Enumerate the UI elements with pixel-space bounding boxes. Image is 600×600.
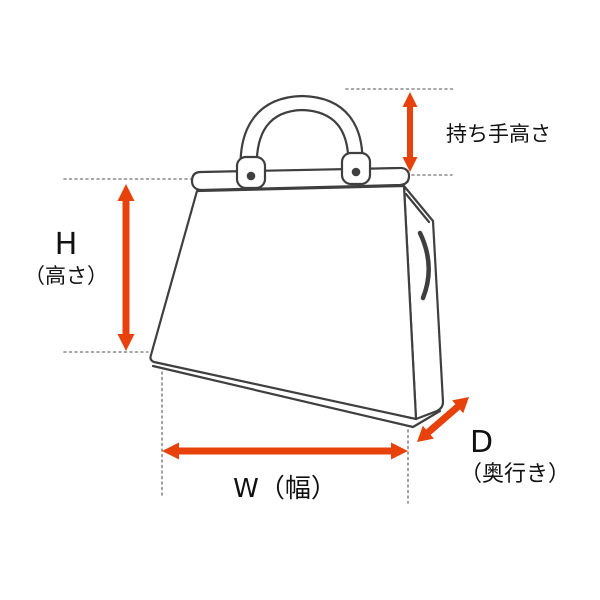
height-label: H （高さ） (16, 228, 116, 288)
height-caption: （高さ） (24, 264, 108, 288)
arrow-head-down (117, 334, 135, 351)
arrow-head-lower (417, 425, 434, 442)
depth-label: D （奥行き） (460, 426, 570, 487)
bag-frame (190, 166, 411, 192)
height-letter: H (54, 227, 78, 262)
arrow-head-up (402, 92, 418, 107)
bag-base-line (151, 364, 442, 429)
dimension-arrows (117, 92, 469, 460)
arrow-shaft (424, 402, 462, 437)
side-top-edge-line (404, 192, 431, 224)
handbag-illustration (149, 94, 445, 429)
guide-lines (63, 88, 455, 504)
arrow-head-down (402, 157, 418, 172)
depth-caption: （奥行き） (460, 462, 571, 487)
handle-rivet-right (351, 167, 361, 177)
width-arrow (162, 442, 408, 460)
arrow-head-up (117, 184, 135, 201)
handle-height-label: 持ち手高さ (446, 122, 551, 146)
side-gusset-curve (417, 230, 431, 301)
width-label: W（幅） (233, 474, 337, 504)
depth-letter: D (470, 425, 494, 460)
handle-height-arrow (402, 92, 418, 172)
arrow-head-right (391, 442, 408, 460)
arrow-head-upper (452, 397, 469, 414)
handle-rivet-left (246, 171, 256, 181)
bag-front-panel (149, 184, 418, 421)
depth-arrow (417, 397, 469, 442)
arrow-head-left (162, 442, 179, 460)
height-arrow (117, 184, 135, 351)
